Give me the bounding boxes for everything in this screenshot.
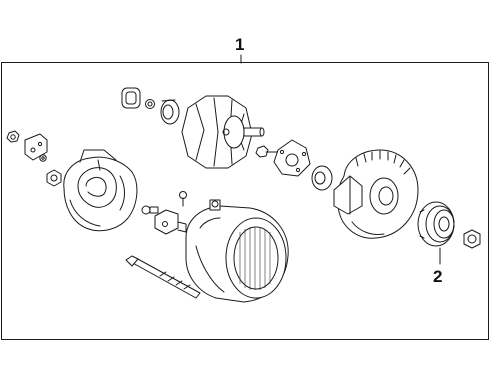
diagram-frame <box>1 62 489 340</box>
pulley-nut <box>463 229 481 249</box>
callout-1-label: 1 <box>235 35 245 54</box>
screw-rotor-side <box>255 145 279 158</box>
rotor <box>181 95 265 169</box>
terminal-insulator <box>24 133 48 162</box>
bolt-washer <box>141 205 159 215</box>
rear-cover <box>63 149 138 232</box>
voltage-regulator <box>154 209 187 235</box>
retainer-plate <box>273 139 311 177</box>
seal-ring <box>121 87 141 109</box>
bearing-rear <box>160 99 180 125</box>
washer-small <box>145 99 155 109</box>
bearing-front <box>311 165 333 191</box>
stator-housing <box>185 199 289 303</box>
nut-small-left <box>6 130 20 143</box>
through-bolt <box>125 255 201 299</box>
hex-nut <box>46 169 62 187</box>
drive-end-frame <box>333 149 419 239</box>
screw-small-upper <box>179 191 187 207</box>
callout-2-label: 2 <box>433 267 443 286</box>
pulley <box>417 201 455 247</box>
